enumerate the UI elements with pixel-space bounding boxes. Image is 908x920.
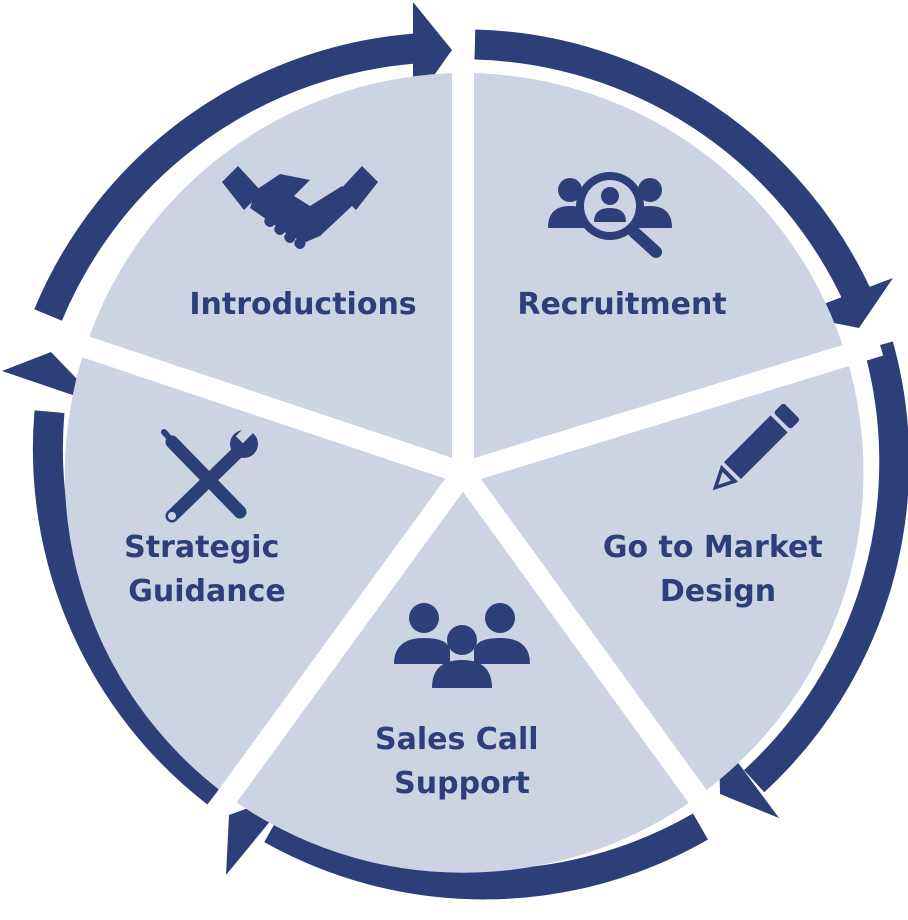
ring-arrows xyxy=(2,2,908,900)
segment-go-to-market-design xyxy=(463,357,864,797)
separator-4 xyxy=(194,466,472,837)
segment-labels: Introductions Recruitment Go to Market D… xyxy=(124,287,833,801)
ring-arc-strategic-guidance xyxy=(32,410,226,805)
label-strategic-guidance: Strategic Guidance xyxy=(124,530,290,609)
label-recruitment: Recruitment xyxy=(517,287,726,322)
label-introductions: Introductions xyxy=(189,287,416,322)
label-sales-call-support: Sales Call Support xyxy=(375,722,549,801)
ring-arc-go-to-market-design xyxy=(743,341,908,793)
ring-arc-recruitment xyxy=(474,29,874,309)
separator-2 xyxy=(459,334,884,484)
separator-5 xyxy=(46,324,467,484)
ring-arc-introductions xyxy=(34,33,423,321)
pencil-icon xyxy=(712,403,800,491)
people-search-icon xyxy=(548,172,672,258)
label-go-to-market-design: Go to Market Design xyxy=(603,530,833,609)
segment-recruitment xyxy=(463,72,847,473)
segment-icons xyxy=(161,166,800,688)
tools-icon xyxy=(161,424,258,523)
separator-3 xyxy=(454,466,731,837)
segment-introductions xyxy=(91,73,463,473)
handshake-icon xyxy=(222,166,378,249)
segment-separators xyxy=(46,40,884,837)
ring-arc-sales-call-support xyxy=(264,813,708,900)
team-icon xyxy=(394,603,530,688)
